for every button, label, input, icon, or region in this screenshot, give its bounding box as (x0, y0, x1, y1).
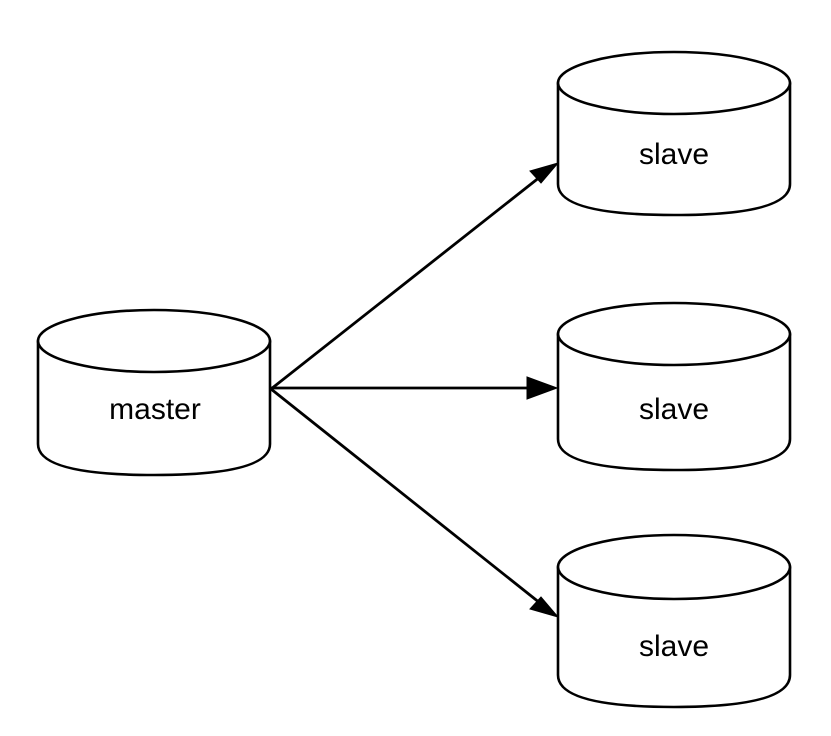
edge-layer (270, 162, 560, 618)
cylinder-body (556, 81, 792, 217)
cylinder-top-icon (36, 308, 272, 374)
edge-master-to-slave-1[interactable] (270, 162, 560, 391)
node-slave-1[interactable]: slave (556, 50, 792, 217)
cylinder-top-icon (556, 50, 792, 116)
edge-master-to-slave-3[interactable] (270, 387, 560, 618)
node-label: slave (639, 138, 709, 171)
node-layer: master slave slave slave (36, 50, 792, 709)
node-slave-2[interactable]: slave (556, 301, 792, 472)
node-label: master (109, 393, 201, 426)
node-label: slave (639, 630, 709, 663)
edge-master-to-slave-2[interactable] (271, 376, 559, 400)
arrowhead-icon (529, 596, 560, 618)
cylinder-top-icon (556, 533, 792, 601)
node-label: slave (639, 393, 709, 426)
cylinder-body (556, 565, 792, 709)
node-slave-3[interactable]: slave (556, 533, 792, 709)
cylinder-top-icon (556, 301, 792, 367)
arrowhead-icon (529, 162, 560, 184)
cylinder-body (36, 339, 272, 477)
edge-line (270, 387, 546, 609)
cylinder-body (556, 332, 792, 472)
arrowhead-icon (526, 376, 559, 400)
node-master[interactable]: master (36, 308, 272, 477)
edge-line (270, 171, 546, 391)
